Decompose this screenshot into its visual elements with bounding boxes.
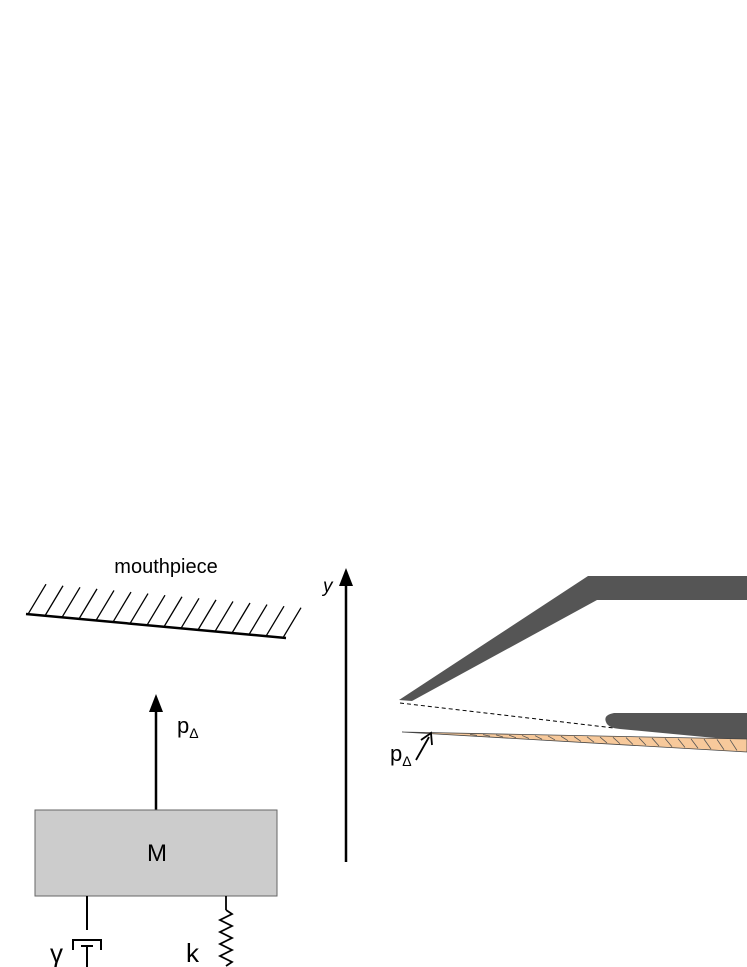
y-axis-label: y — [321, 576, 334, 597]
mouthpiece-profile — [399, 576, 747, 701]
spring-symbol — [217, 896, 235, 967]
hatch-line — [129, 593, 149, 624]
hatch-line — [78, 588, 98, 620]
hatch-line — [560, 735, 569, 742]
hatch-line — [573, 736, 582, 742]
hatch-line — [599, 736, 608, 744]
hatch-line — [651, 737, 660, 747]
hatch-line — [521, 735, 530, 739]
mass-block — [34, 809, 278, 897]
hatch-line — [482, 734, 491, 737]
hatch-line — [716, 739, 725, 750]
hatch-line — [248, 604, 268, 635]
hatch-line — [690, 738, 699, 749]
hatch-line — [282, 607, 302, 639]
hatch-line — [231, 602, 251, 634]
hatch-line — [638, 737, 647, 746]
hatch-line — [265, 605, 285, 637]
reed-hatching — [469, 733, 738, 751]
hatch-line — [547, 735, 556, 741]
reed — [401, 731, 747, 753]
hatch-line — [163, 596, 183, 628]
hatch-line — [625, 737, 634, 745]
y-axis-arrow — [339, 568, 353, 862]
hatch-line — [61, 586, 81, 618]
damper-symbol — [72, 896, 102, 967]
hatch-line — [95, 590, 115, 621]
hatch-line — [27, 583, 47, 615]
hatch-line — [612, 736, 621, 745]
pressure-arrow-right — [415, 731, 433, 761]
hatch-line — [469, 733, 478, 736]
hatch-line — [197, 599, 217, 631]
hatch-line — [586, 736, 595, 743]
hatch-line — [112, 591, 132, 623]
pressure-label-left: pΔ — [177, 713, 199, 741]
hatch-line — [703, 738, 712, 750]
mouthpiece-label: mouthpiece — [114, 556, 217, 578]
hatch-line — [214, 601, 234, 632]
pressure-label-right: pΔ — [390, 741, 412, 769]
hatch-line — [495, 734, 504, 738]
hatch-line — [534, 735, 543, 740]
closure-line — [399, 702, 615, 729]
hatch-line — [44, 585, 64, 617]
hatch-line — [146, 594, 166, 626]
pressure-arrow-left — [149, 694, 163, 810]
mouthpiece-wall — [25, 583, 302, 640]
damping-label: γ — [50, 938, 63, 967]
hatch-line — [729, 739, 738, 751]
hatch-line — [664, 738, 673, 748]
mouthpiece-lay-tip — [605, 713, 747, 741]
hatch-line — [508, 734, 517, 739]
stiffness-label: k — [186, 938, 200, 967]
mass-label: M — [147, 840, 167, 867]
hatch-line — [180, 597, 200, 629]
hatch-line — [677, 738, 686, 748]
